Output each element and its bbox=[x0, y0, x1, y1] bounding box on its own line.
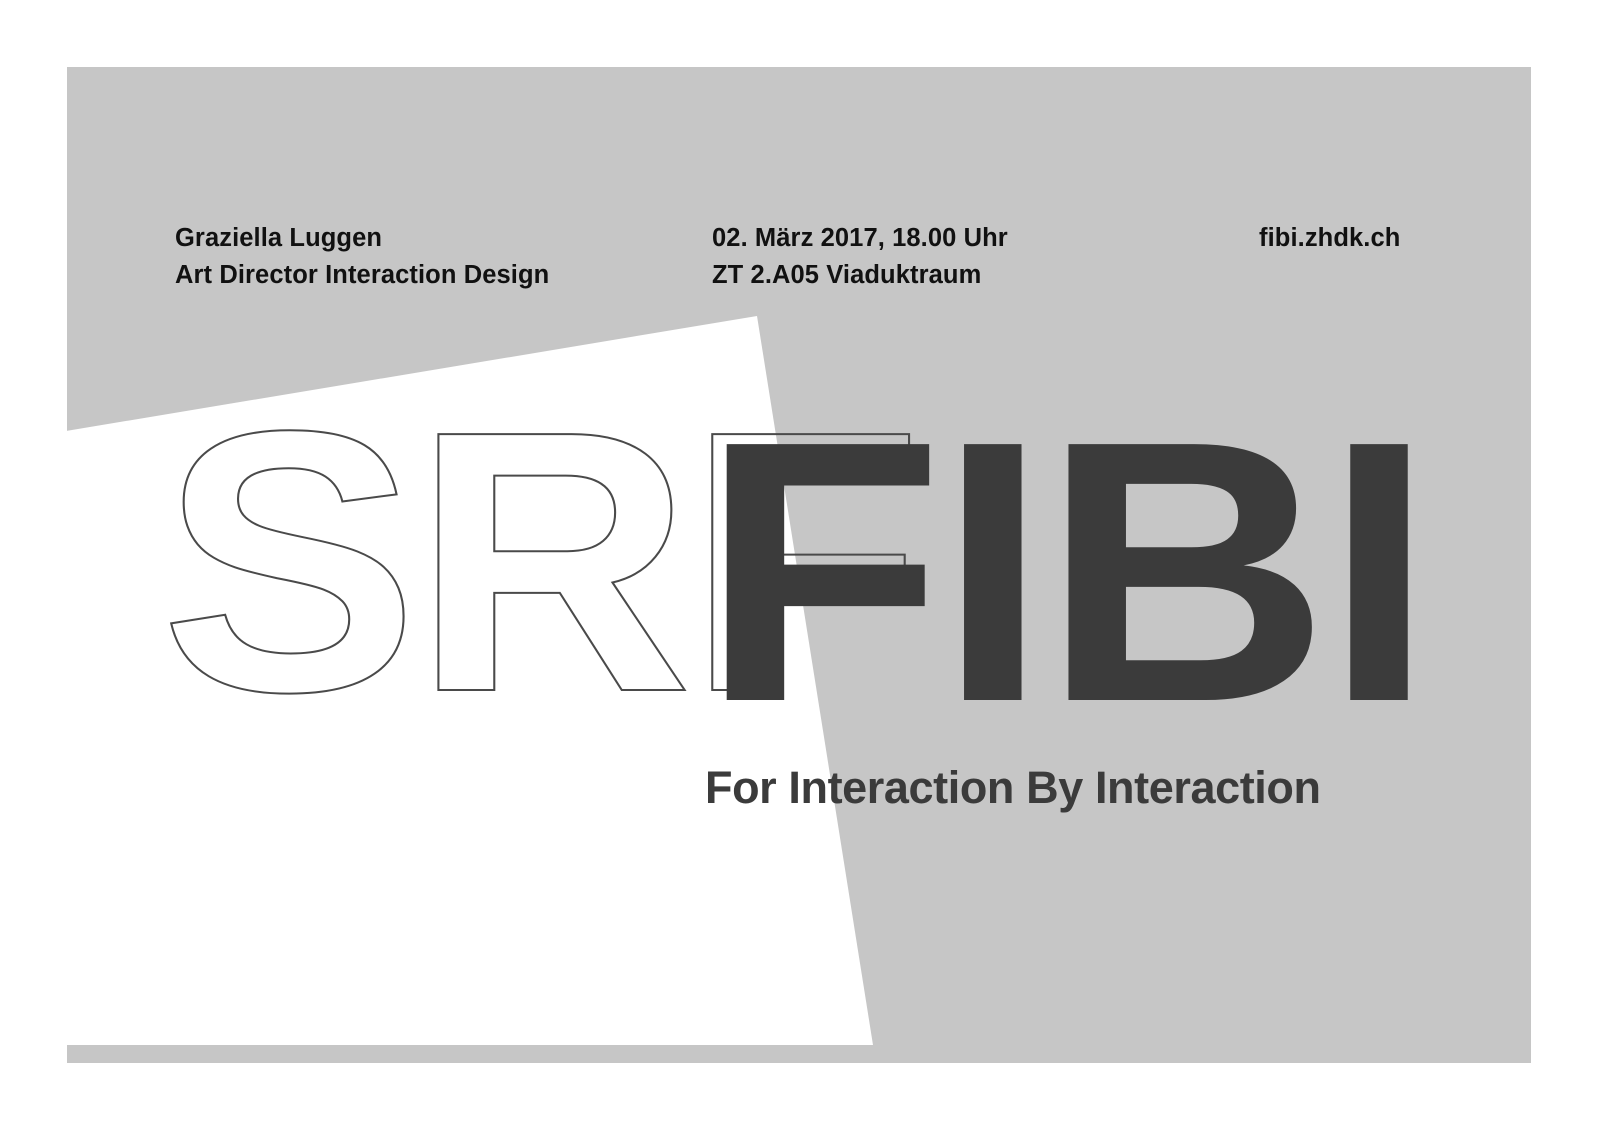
website-url[interactable]: fibi.zhdk.ch bbox=[1259, 224, 1401, 252]
wordmark-filled-fibi: FIBI bbox=[700, 363, 1428, 779]
event-datetime: 02. März 2017, 18.00 Uhr bbox=[712, 224, 1008, 252]
website-url-block[interactable]: fibi.zhdk.ch bbox=[1259, 220, 1400, 257]
event-block: 02. März 2017, 18.00 Uhr ZT 2.A05 Viaduk… bbox=[712, 220, 1008, 294]
wordmark-outline-srf: SRF bbox=[160, 353, 917, 769]
speaker-block: Graziella Luggen Art Director Interactio… bbox=[175, 220, 549, 294]
event-location: ZT 2.A05 Viaduktraum bbox=[712, 261, 982, 289]
tagline: For Interaction By Interaction bbox=[705, 762, 1321, 813]
speaker-role: Art Director Interaction Design bbox=[175, 261, 550, 289]
white-diagonal-wedge bbox=[60, 316, 873, 1045]
speaker-name: Graziella Luggen bbox=[175, 224, 383, 252]
